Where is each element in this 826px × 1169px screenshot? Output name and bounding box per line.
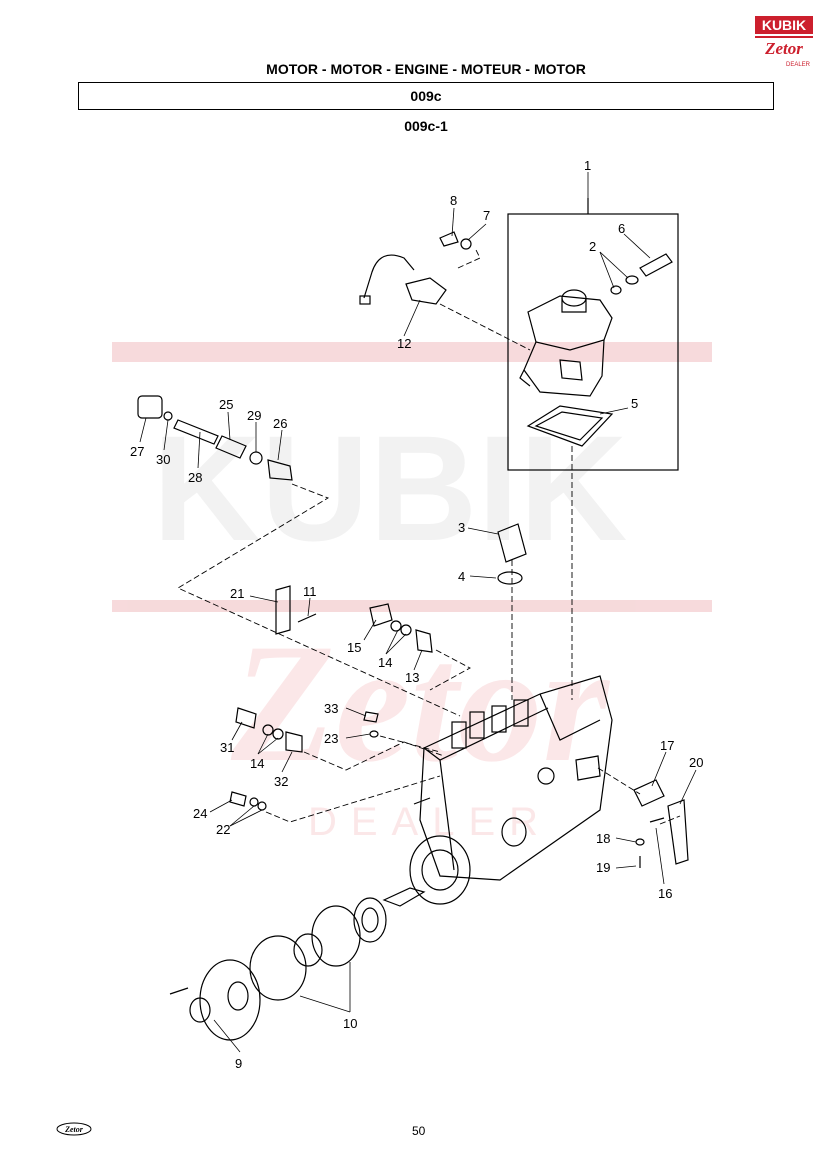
callout-9: 9: [235, 1056, 242, 1071]
callout-2: 2: [589, 239, 596, 254]
rod-28: [173, 419, 219, 445]
o-ring-10b: [311, 905, 361, 967]
callout-1: 1: [584, 158, 591, 173]
callout-14b: 14: [250, 756, 264, 771]
callout-11: 11: [303, 584, 317, 599]
callout-22: 22: [216, 822, 230, 837]
callout-13: 13: [405, 670, 419, 685]
callout-4: 4: [458, 569, 465, 584]
callout-7: 7: [483, 208, 490, 223]
callout-10: 10: [343, 1016, 357, 1031]
callout-3: 3: [458, 520, 465, 535]
figure-code: 009c-1: [404, 118, 448, 134]
o-ring-10a: [249, 935, 307, 1001]
logo-brand-top: KUBIK: [762, 17, 806, 33]
callout-26: 26: [273, 416, 287, 431]
leader-lines: [139, 172, 697, 1053]
watermark: KUBIK Zetor DEALER: [112, 342, 712, 844]
sensor-12: [405, 277, 447, 305]
callout-23: 23: [324, 731, 338, 746]
callout-19: 19: [596, 860, 610, 875]
callout-12: 12: [397, 336, 411, 351]
footer-logo-text: Zetor: [64, 1125, 84, 1134]
coupling-9: [199, 959, 261, 1041]
callout-30: 30: [156, 452, 170, 467]
kubik-zetor-logo: KUBIK Zetor DEALER: [755, 16, 813, 68]
lever-21: [275, 585, 291, 635]
page-number: 50: [412, 1124, 426, 1138]
assembly-1-box: [507, 213, 679, 471]
callout-28: 28: [188, 470, 202, 485]
bearing: [353, 897, 387, 943]
gasket-5: [526, 405, 614, 447]
section-code-box: 009c: [78, 82, 774, 110]
callout-20: 20: [689, 755, 703, 770]
valve-3: [497, 523, 527, 563]
callout-16: 16: [658, 886, 672, 901]
callout-8: 8: [450, 193, 457, 208]
callout-5: 5: [631, 396, 638, 411]
watermark-line2: Zetor: [230, 609, 611, 797]
spring-25: [215, 435, 247, 459]
callout-18: 18: [596, 831, 610, 846]
lever-17: [633, 779, 665, 807]
callout-21: 21: [230, 586, 244, 601]
section-code: 009c: [410, 88, 442, 104]
watermark-line3: DEALER: [308, 800, 552, 844]
callout-27: 27: [130, 444, 144, 459]
plug-26: [267, 459, 293, 481]
screw-6: [639, 253, 673, 277]
lever-20: [667, 799, 689, 865]
callout-24: 24: [193, 806, 207, 821]
callout-32: 32: [274, 774, 288, 789]
callout-17: 17: [660, 738, 674, 753]
logo-tag: DEALER: [786, 62, 811, 68]
callout-15: 15: [347, 640, 361, 655]
callout-6: 6: [618, 221, 625, 236]
connection-lines: [177, 249, 681, 825]
page-title: MOTOR - MOTOR - ENGINE - MOTEUR - MOTOR: [266, 61, 586, 77]
logo-brand-bottom: Zetor: [764, 39, 803, 58]
callout-29: 29: [247, 408, 261, 423]
footer-zetor-logo: Zetor: [56, 1122, 92, 1136]
governor-housing-drawing: [519, 289, 613, 397]
callout-33: 33: [324, 701, 338, 716]
cap-27: [137, 395, 163, 419]
watermark-line1: KUBIK: [153, 404, 628, 572]
seal-ring-4: [497, 571, 523, 585]
callout-25: 25: [219, 397, 233, 412]
callout-14a: 14: [378, 655, 392, 670]
injection-pump-body: [409, 675, 613, 905]
callout-31: 31: [220, 740, 234, 755]
